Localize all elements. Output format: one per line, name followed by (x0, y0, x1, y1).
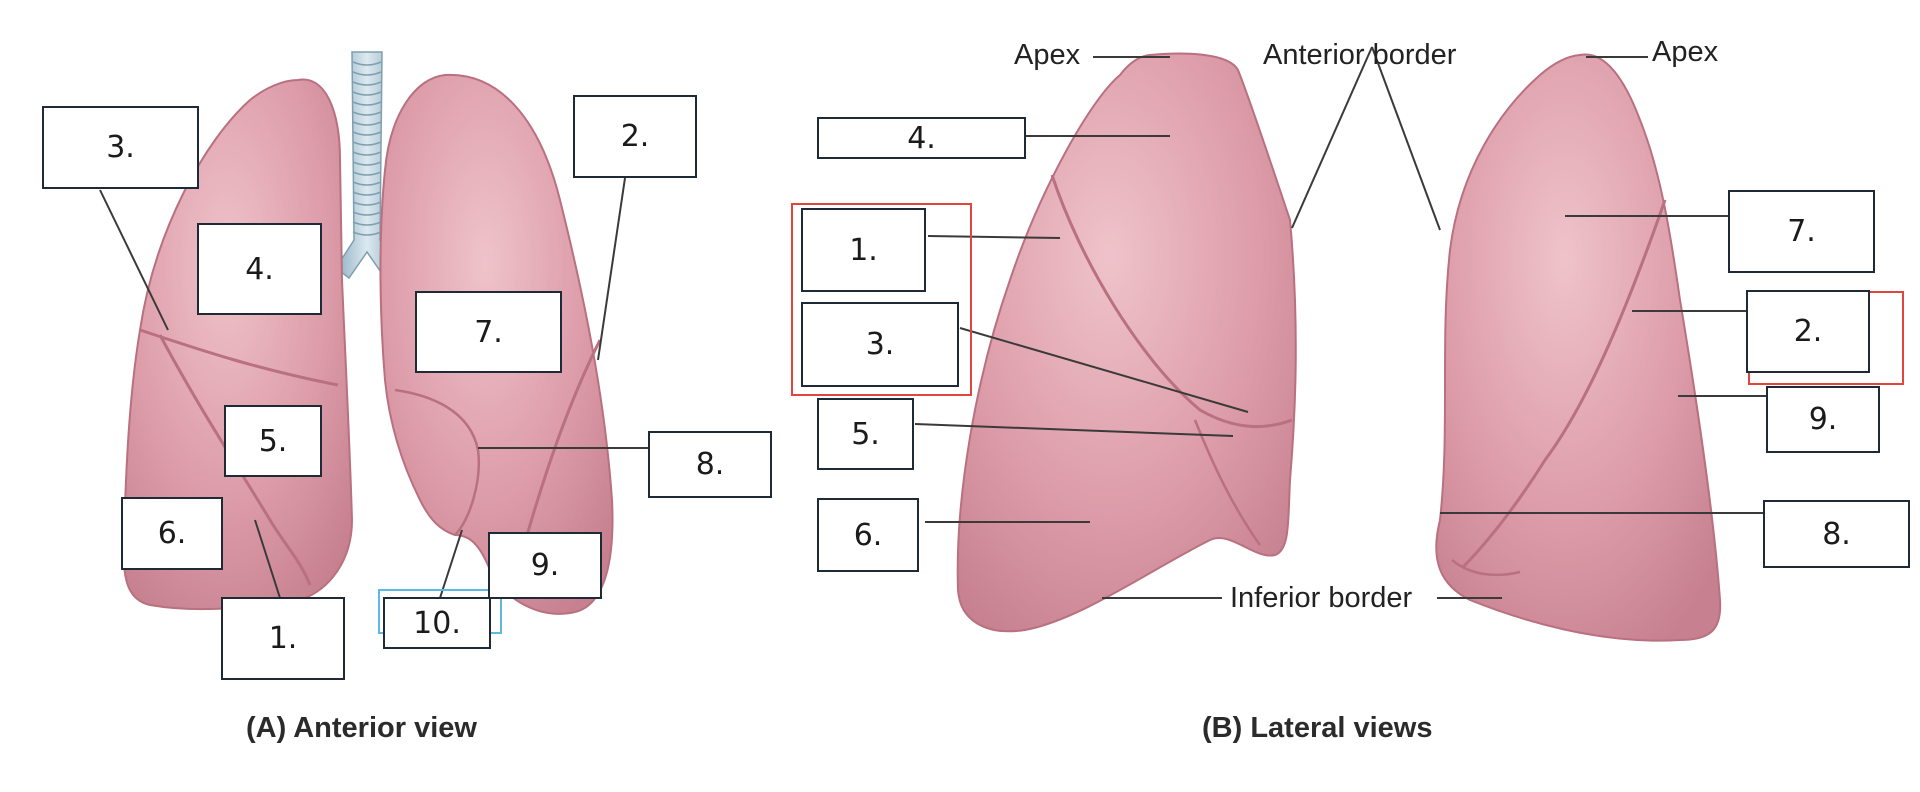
label-box-b-2[interactable]: 2. (1746, 290, 1870, 373)
caption-anterior-view: (A) Anterior view (246, 712, 477, 744)
label-box-b-7[interactable]: 7. (1728, 190, 1875, 273)
label-box-a-1[interactable]: 1. (221, 597, 345, 680)
label-box-a-4[interactable]: 4. (197, 223, 322, 315)
label-box-a-7[interactable]: 7. (415, 291, 562, 373)
label-box-b-4[interactable]: 4. (817, 117, 1026, 159)
label-box-b-6[interactable]: 6. (817, 498, 919, 572)
label-box-a-3[interactable]: 3. (42, 106, 199, 189)
highlight-frame-red-left (791, 203, 972, 396)
caption-lateral-views: (B) Lateral views (1202, 712, 1433, 744)
label-box-a-9[interactable]: 9. (488, 532, 602, 599)
label-box-b-5[interactable]: 5. (817, 398, 914, 470)
label-box-b-9[interactable]: 9. (1766, 386, 1880, 453)
lateral-right-lung (1435, 53, 1722, 642)
leader-lines (99, 46, 1768, 599)
lateral-left-lung (956, 52, 1297, 633)
trachea (334, 51, 400, 280)
label-box-b-3[interactable]: 3. (801, 302, 959, 387)
label-box-b-8[interactable]: 8. (1763, 500, 1910, 568)
apex-label-right: Apex (1652, 36, 1719, 68)
apex-label-left: Apex (1014, 39, 1081, 71)
label-box-a-6[interactable]: 6. (121, 497, 223, 570)
inferior-border-label: Inferior border (1230, 582, 1413, 614)
label-box-a-2[interactable]: 2. (573, 95, 697, 178)
anterior-border-label: Anterior border (1263, 39, 1457, 71)
label-box-b-1[interactable]: 1. (801, 208, 926, 292)
label-box-a-10[interactable]: 10. (383, 597, 491, 649)
label-box-a-8[interactable]: 8. (648, 431, 772, 498)
label-box-a-5[interactable]: 5. (224, 405, 322, 477)
